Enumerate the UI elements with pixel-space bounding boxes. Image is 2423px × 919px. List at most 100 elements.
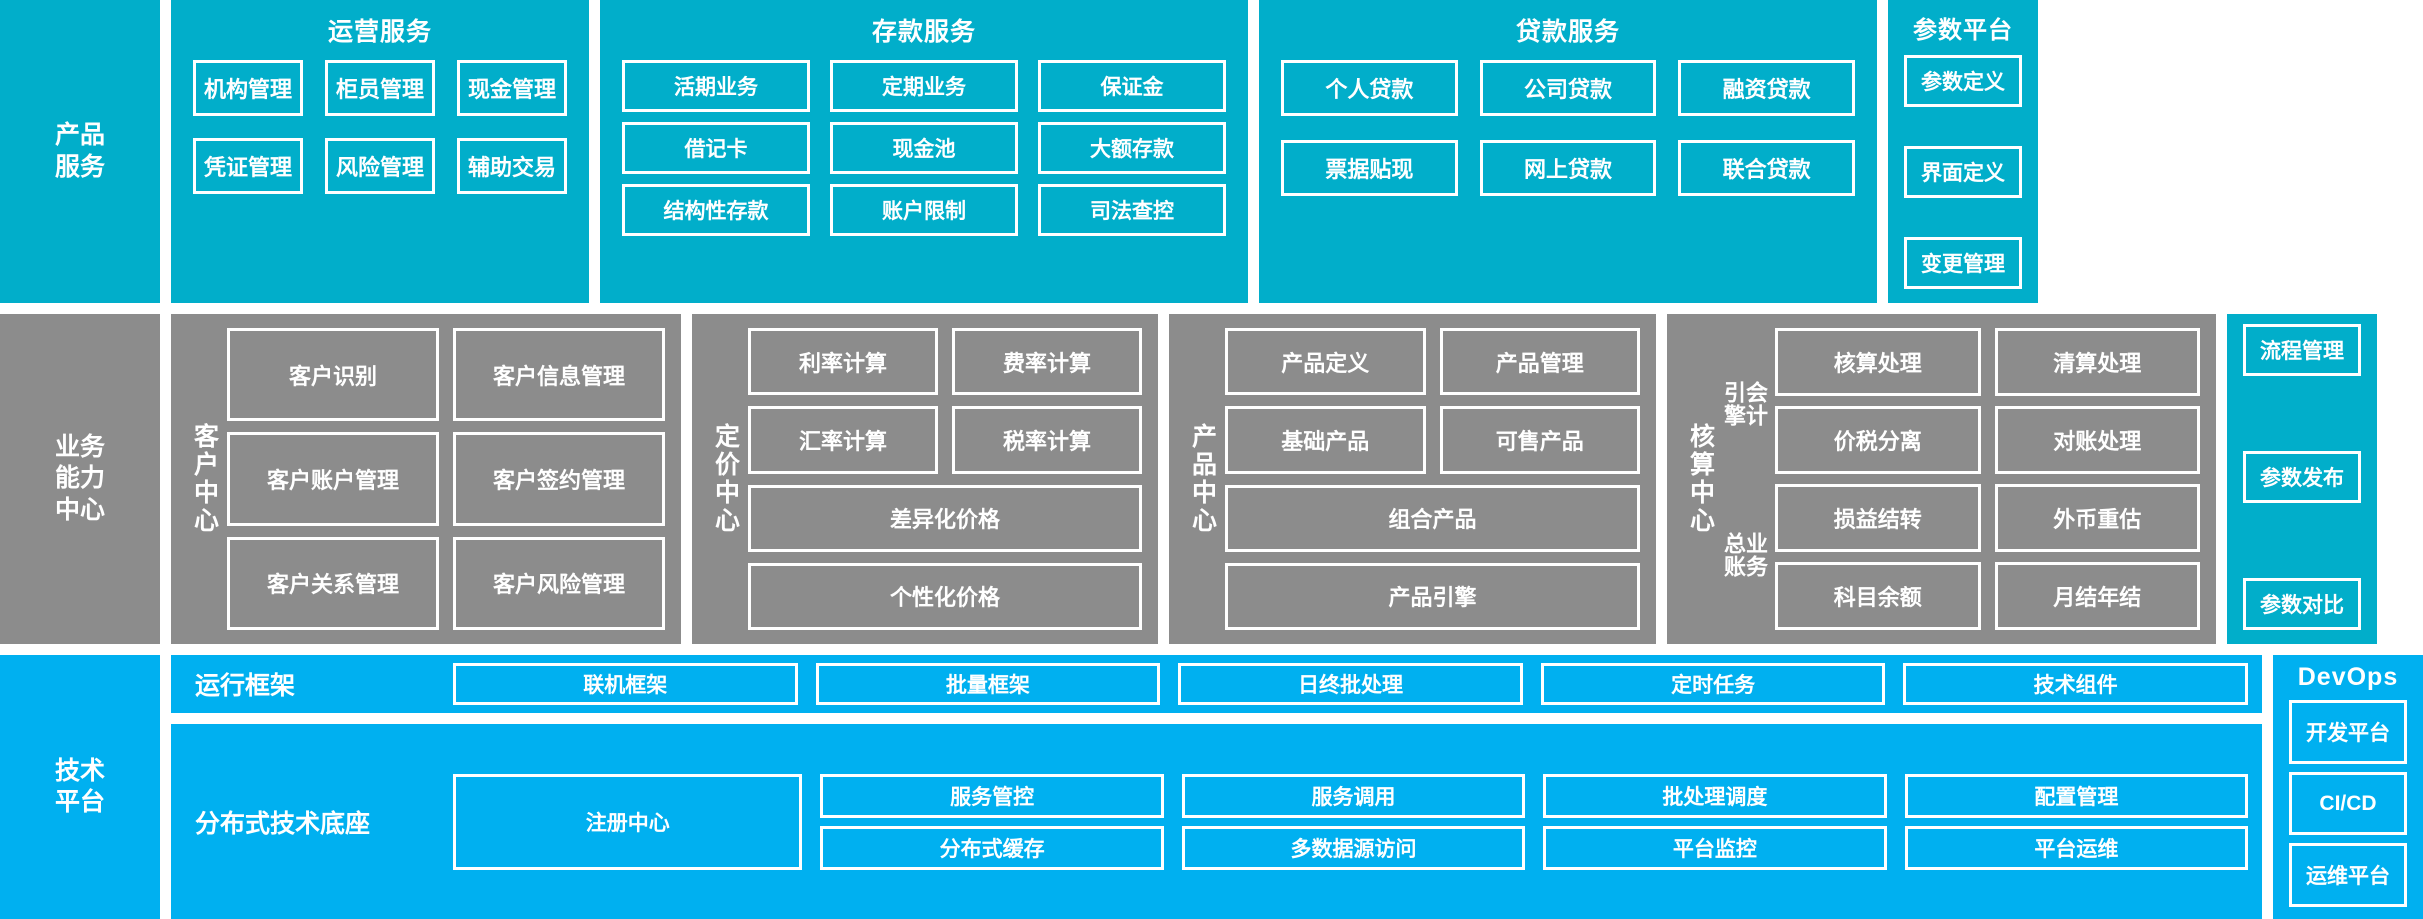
tile-operations-3[interactable]: 凭证管理 (193, 138, 303, 194)
tile-loan-1[interactable]: 公司贷款 (1479, 60, 1657, 116)
tile-runtime-0[interactable]: 联机框架 (453, 663, 798, 705)
tile-deposit-3[interactable]: 借记卡 (622, 122, 810, 174)
tile-pricing-2-0[interactable]: 差异化价格 (748, 484, 1142, 552)
tile-accounting-0-0[interactable]: 核算处理 (1775, 328, 1981, 396)
tile-pricing-1-1[interactable]: 税率计算 (952, 406, 1142, 474)
tile-pricing-0-1[interactable]: 费率计算 (952, 328, 1142, 396)
tile-param-1[interactable]: 界面定义 (1904, 146, 2022, 198)
band-runtime-framework: 运行框架 联机框架 批量框架 日终批处理 定时任务 技术组件 (171, 655, 2262, 713)
tile-foundation-0-0[interactable]: 服务管控 (820, 773, 1164, 818)
tile-accounting-2-1[interactable]: 外币重估 (1994, 484, 2200, 552)
loan-tile-grid: 个人贷款 公司贷款 融资贷款 票据贴现 网上贷款 联合贷款 (1281, 60, 1855, 287)
tile-devops-0[interactable]: 开发平台 (2289, 700, 2407, 764)
param-platform-list-bottom: 流程管理 参数发布 参数对比 (2243, 324, 2361, 630)
tile-loan-4[interactable]: 网上贷款 (1479, 140, 1657, 196)
tile-customer-0-0[interactable]: 客户识别 (227, 328, 439, 422)
foundation-col-1: 服务调用 多数据源访问 (1181, 773, 1526, 870)
layer-product-services: 产品 服务 运营服务 机构管理 柜员管理 现金管理 凭证管理 风险管理 辅助交易… (0, 0, 2423, 303)
tile-deposit-1[interactable]: 定期业务 (830, 60, 1018, 112)
tile-loan-3[interactable]: 票据贴现 (1281, 140, 1458, 196)
tile-deposit-2[interactable]: 保证金 (1038, 60, 1226, 112)
tile-accounting-3-1[interactable]: 月结年结 (1994, 562, 2200, 630)
tile-accounting-1-1[interactable]: 对账处理 (1994, 406, 2200, 474)
tile-foundation-2-1[interactable]: 平台监控 (1543, 825, 1887, 870)
accounting-sublabels: 会计引擎 业务总账 (1721, 328, 1768, 630)
tile-product-3-0[interactable]: 产品引擎 (1225, 562, 1640, 630)
tile-param-2[interactable]: 变更管理 (1904, 237, 2022, 289)
tile-operations-2[interactable]: 现金管理 (457, 60, 567, 116)
runtime-framework-items: 联机框架 批量框架 日终批处理 定时任务 技术组件 (453, 663, 2248, 705)
center-product-row-0: 产品定义 产品管理 (1225, 328, 1640, 396)
tile-registry-center[interactable]: 注册中心 (453, 773, 803, 870)
center-customer: 客户中心 客户识别 客户信息管理 客户账户管理 客户签约管理 客户关系管理 客户… (171, 314, 681, 644)
spine-label-product-services: 产品 服务 (0, 0, 160, 303)
foundation-col-0: 服务管控 分布式缓存 (820, 773, 1164, 870)
tile-operations-4[interactable]: 风险管理 (325, 138, 435, 194)
param-platform-list-top: 参数定义 界面定义 变更管理 (1904, 55, 2022, 289)
tile-foundation-1-0[interactable]: 服务调用 (1181, 773, 1526, 818)
tile-param-5[interactable]: 参数对比 (2243, 578, 2361, 630)
tile-customer-2-0[interactable]: 客户关系管理 (227, 536, 439, 630)
tile-deposit-6[interactable]: 结构性存款 (622, 184, 810, 236)
tile-deposit-5[interactable]: 大额存款 (1038, 122, 1226, 174)
band-label-distributed-foundation: 分布式技术底座 (195, 809, 371, 838)
center-accounting-row-3: 科目余额 月结年结 (1775, 562, 2200, 630)
tile-product-0-1[interactable]: 产品管理 (1439, 328, 1640, 396)
tile-pricing-3-0[interactable]: 个性化价格 (748, 562, 1142, 630)
tile-pricing-1-0[interactable]: 汇率计算 (748, 406, 938, 474)
tile-runtime-3[interactable]: 定时任务 (1540, 663, 1886, 705)
tile-deposit-4[interactable]: 现金池 (830, 122, 1018, 174)
center-product: 产品中心 产品定义 产品管理 基础产品 可售产品 组合产品 产品引擎 (1169, 314, 1656, 644)
tile-devops-1[interactable]: CI/CD (2289, 771, 2407, 836)
tile-accounting-1-0[interactable]: 价税分离 (1775, 406, 1981, 474)
tile-product-0-0[interactable]: 产品定义 (1225, 328, 1426, 396)
tile-accounting-0-1[interactable]: 清算处理 (1994, 328, 2200, 396)
tile-param-0[interactable]: 参数定义 (1904, 55, 2022, 107)
tile-product-1-0[interactable]: 基础产品 (1225, 406, 1426, 474)
tile-customer-0-1[interactable]: 客户信息管理 (453, 328, 665, 422)
center-pricing-row-2: 差异化价格 (748, 484, 1142, 552)
distributed-foundation-items: 注册中心 服务管控 分布式缓存 服务调用 多数据源访问 批处理调度 平台监控 (453, 773, 2249, 870)
tile-pricing-0-0[interactable]: 利率计算 (748, 328, 938, 396)
tile-operations-5[interactable]: 辅助交易 (457, 138, 567, 194)
devops-list: 开发平台 CI/CD 运维平台 (2289, 700, 2407, 908)
service-group-loan: 贷款服务 个人贷款 公司贷款 融资贷款 票据贴现 网上贷款 联合贷款 (1259, 0, 1877, 303)
center-accounting-body: 会计引擎 业务总账 核算处理 清算处理 价税分离 对账处理 损益结转 外币重估 (1721, 328, 2200, 630)
group-title-deposit: 存款服务 (871, 18, 976, 46)
tile-foundation-2-0[interactable]: 批处理调度 (1543, 773, 1887, 818)
center-customer-row-0: 客户识别 客户信息管理 (227, 328, 665, 422)
tile-deposit-8[interactable]: 司法查控 (1038, 184, 1226, 236)
tile-product-1-1[interactable]: 可售产品 (1439, 406, 1640, 474)
band-distributed-foundation: 分布式技术底座 注册中心 服务管控 分布式缓存 服务调用 多数据源访问 批处理调… (171, 724, 2262, 919)
tile-operations-1[interactable]: 柜员管理 (325, 60, 435, 116)
tile-runtime-4[interactable]: 技术组件 (1903, 663, 2248, 705)
tile-param-3[interactable]: 流程管理 (2243, 324, 2361, 376)
tile-operations-0[interactable]: 机构管理 (193, 60, 303, 116)
tile-foundation-3-0[interactable]: 配置管理 (1904, 773, 2249, 818)
tile-deposit-0[interactable]: 活期业务 (622, 60, 810, 112)
tile-foundation-1-1[interactable]: 多数据源访问 (1181, 825, 1526, 870)
tile-accounting-2-0[interactable]: 损益结转 (1775, 484, 1981, 552)
tile-runtime-2[interactable]: 日终批处理 (1178, 663, 1523, 705)
group-title-loan: 贷款服务 (1515, 18, 1620, 46)
center-customer-row-1: 客户账户管理 客户签约管理 (227, 432, 665, 526)
tile-runtime-1[interactable]: 批量框架 (815, 663, 1161, 705)
tile-accounting-3-0[interactable]: 科目余额 (1775, 562, 1981, 630)
sublabel-general-ledger: 业务总账 (1721, 531, 1768, 578)
tile-product-2-0[interactable]: 组合产品 (1225, 484, 1640, 552)
tile-loan-0[interactable]: 个人贷款 (1281, 60, 1458, 116)
tile-foundation-0-1[interactable]: 分布式缓存 (820, 825, 1164, 870)
tile-customer-1-0[interactable]: 客户账户管理 (227, 432, 439, 526)
panel-param-platform-top: 参数平台 参数定义 界面定义 变更管理 (1888, 0, 2038, 303)
tile-loan-2[interactable]: 融资贷款 (1678, 60, 1855, 116)
tile-customer-2-1[interactable]: 客户风险管理 (453, 536, 665, 630)
tile-loan-5[interactable]: 联合贷款 (1678, 140, 1855, 196)
tile-deposit-7[interactable]: 账户限制 (830, 184, 1018, 236)
tile-devops-2[interactable]: 运维平台 (2289, 843, 2407, 908)
tile-customer-1-1[interactable]: 客户签约管理 (453, 432, 665, 526)
sublabel-accounting-engine: 会计引擎 (1721, 380, 1768, 427)
tile-param-4[interactable]: 参数发布 (2243, 451, 2361, 503)
tile-foundation-3-1[interactable]: 平台运维 (1904, 825, 2249, 870)
panel-param-platform-bottom: 流程管理 参数发布 参数对比 (2227, 314, 2377, 644)
center-pricing: 定价中心 利率计算 费率计算 汇率计算 税率计算 差异化价格 个性化价格 (692, 314, 1158, 644)
